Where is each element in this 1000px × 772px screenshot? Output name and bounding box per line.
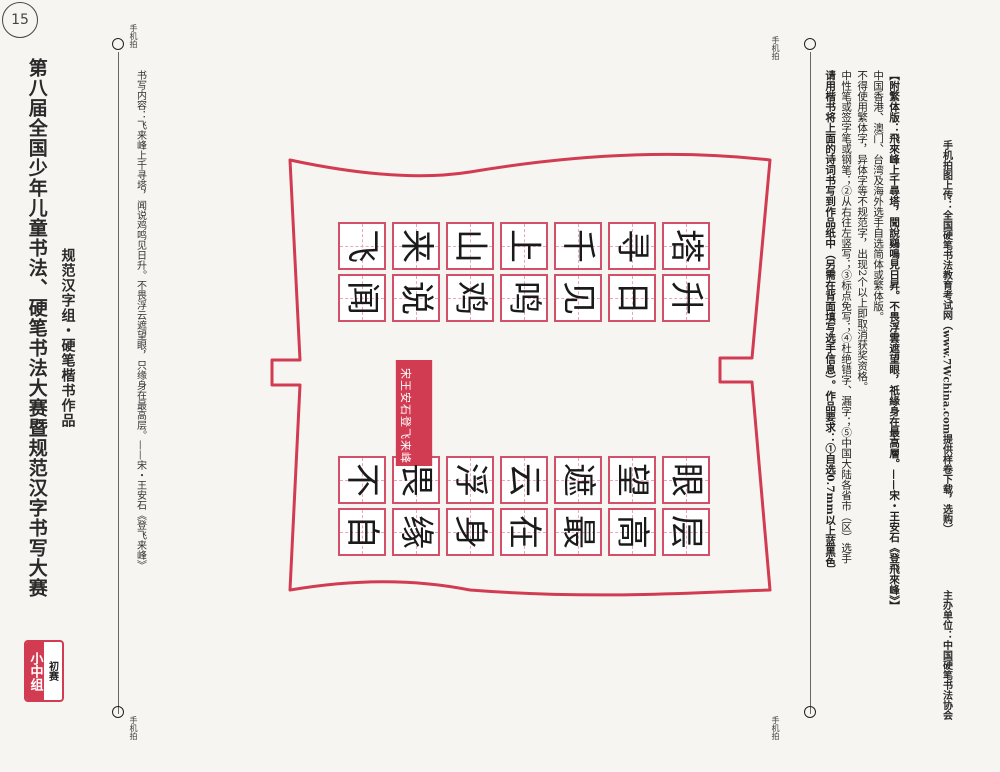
grid-character: 浮 [450, 463, 490, 497]
grid-cell: 塔 [662, 222, 710, 270]
signature-banner [395, 360, 433, 466]
grid-cell: 遮 [554, 456, 602, 504]
grid-character: 在 [504, 515, 544, 549]
phone-label-tl: 手机拍 [129, 24, 138, 48]
grid-cell: 云 [500, 456, 548, 504]
page-subtitle: 规范汉字组・硬笔楷书作品 [59, 248, 76, 428]
requirements-line-2: 中性笔或签字笔或钢笔；②从右往左竖写；③标点免写；④杜绝错字、漏字；⑤中国大陆各… [840, 70, 853, 564]
grid-character: 身 [450, 515, 490, 549]
grid-cell: 浮 [446, 456, 494, 504]
grid-cell: 身 [446, 508, 494, 556]
grid-character: 遮 [558, 463, 598, 497]
grid-cell: 自 [338, 508, 386, 556]
grid-character: 眼 [666, 463, 706, 497]
grid-character: 自 [342, 515, 382, 549]
organizer-info: 主办单位：中国硬笔书法协会 [940, 590, 952, 720]
grid-character: 来 [396, 229, 436, 263]
grid-character: 鸣 [504, 281, 544, 315]
grid-character: 飞 [342, 229, 382, 263]
phone-label-bl: 手机拍 [129, 716, 138, 740]
grid-cell: 望 [608, 456, 656, 504]
phone-label-tr: 手机拍 [771, 36, 780, 60]
signature-character: 飞 [399, 428, 412, 439]
grid-cell: 寻 [608, 222, 656, 270]
grid-character: 最 [558, 515, 598, 549]
grid-character: 畏 [396, 463, 436, 497]
grid-cell: 最 [554, 508, 602, 556]
grid-character: 升 [666, 281, 706, 315]
grid-character: 千 [558, 229, 598, 263]
signature-character: 宋 [399, 368, 412, 379]
right-divider [810, 52, 811, 714]
grid-character: 高 [612, 515, 652, 549]
signature-character: 来 [399, 440, 412, 451]
requirements-line-5: 【附繁体版：飛來峰上千尋塔，聞說鷄鳴見日昇。不畏浮雲遮望眼，祇緣身在最高層。——… [888, 70, 901, 611]
grid-cell: 来 [392, 222, 440, 270]
registration-mark-tl [112, 38, 124, 50]
signature-character: 安 [399, 392, 412, 403]
requirements-line-4: 中国香港、澳门、台湾及海外选手自选简体或繁体版。 [872, 70, 885, 322]
grid-cell: 说 [392, 274, 440, 322]
grid-character: 闻 [342, 281, 382, 315]
registration-mark-tr [804, 38, 816, 50]
grid-character: 层 [666, 515, 706, 549]
grid-cell: 闻 [338, 274, 386, 322]
grid-cell: 层 [662, 508, 710, 556]
grid-character: 望 [612, 463, 652, 497]
writing-content: 书写内容：飞来峰上千寻塔，闻说鸡鸣见日升。不畏浮云遮望眼，只缘身在最高层。——宋… [134, 70, 146, 570]
requirements-line-3: 不得使用繁体字，异体字等不规范字，出现2个以上即取消获奖资格。 [856, 70, 869, 392]
signature-character: 登 [399, 416, 412, 427]
grid-cell: 日 [608, 274, 656, 322]
grid-character: 鸡 [450, 281, 490, 315]
grid-character: 日 [612, 281, 652, 315]
grid-character: 说 [396, 281, 436, 315]
grid-cell: 千 [554, 222, 602, 270]
signature-column: 宋王安石登飞来峰 [399, 368, 436, 468]
requirements-line-1: 请用楷书将上面的诗词书写到作品纸中（另需在背面填写选手信息）。作品要求：①自选0… [824, 70, 837, 568]
grid-cell: 在 [500, 508, 548, 556]
signature-character: 王 [399, 380, 412, 391]
grid-cell: 鸣 [500, 274, 548, 322]
signature-character: 峰 [399, 452, 412, 463]
signature-character: 石 [399, 404, 412, 415]
grid-character: 寻 [612, 229, 652, 263]
grid-cell: 飞 [338, 222, 386, 270]
registration-mark-bl [112, 706, 124, 718]
grid-character: 云 [504, 463, 544, 497]
grid-cell: 鸡 [446, 274, 494, 322]
left-divider [118, 52, 119, 714]
grid-cell: 缘 [392, 508, 440, 556]
group-badge: 小中组 初赛 [24, 640, 64, 702]
number-mark: 15 [2, 2, 38, 38]
phone-label-br: 手机拍 [771, 716, 780, 740]
grid-cell: 升 [662, 274, 710, 322]
upload-info: 手机拍图上传：全国硬笔书法教育考试网（www.7Wchina.com提供样卷下载… [940, 140, 952, 535]
group-label: 小中组 [26, 642, 44, 700]
grid-character: 上 [504, 229, 544, 263]
grid-character: 塔 [666, 229, 706, 263]
grid-character: 缘 [396, 515, 436, 549]
grid-cell: 上 [500, 222, 548, 270]
grid-cell: 见 [554, 274, 602, 322]
grid-character: 山 [450, 229, 490, 263]
grid-cell: 高 [608, 508, 656, 556]
round-label: 初赛 [46, 661, 58, 681]
grid-character: 不 [342, 463, 382, 497]
grid-character: 见 [558, 281, 598, 315]
page-title: 第八届全国少年儿童书法、硬笔书法大赛暨规范汉字书写大赛 [25, 58, 48, 598]
grid-cell: 畏 [392, 456, 440, 504]
registration-mark-br [804, 706, 816, 718]
grid-cell: 眼 [662, 456, 710, 504]
grid-cell: 不 [338, 456, 386, 504]
grid-cell: 山 [446, 222, 494, 270]
